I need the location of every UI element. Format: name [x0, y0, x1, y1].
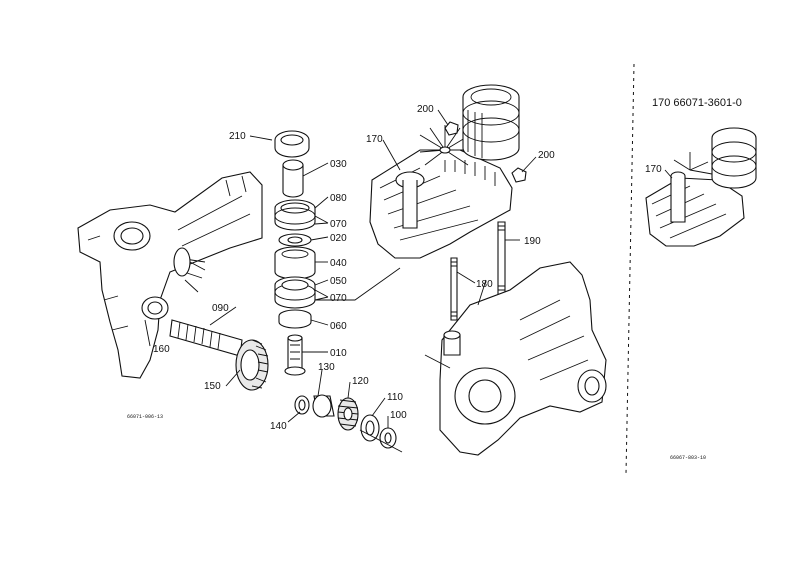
- rod-190: [497, 221, 506, 297]
- label-140: 140: [270, 421, 287, 432]
- filter-canister: [462, 84, 520, 161]
- label-050: 050: [330, 276, 347, 287]
- label-070-lower: 070: [330, 293, 347, 304]
- part-020-washer: [278, 233, 312, 247]
- label-170: 170: [366, 134, 383, 145]
- label-110: 110: [387, 392, 403, 403]
- label-010: 010: [330, 348, 347, 359]
- label-200-right: 200: [538, 150, 555, 161]
- label-030: 030: [330, 159, 347, 170]
- inset-unit-170: [645, 127, 757, 247]
- figure-code-right: 66067-803-10: [670, 455, 706, 461]
- label-160: 160: [153, 344, 170, 355]
- part-130-bushing: [312, 394, 335, 418]
- label-190: 190: [524, 236, 541, 247]
- label-130: 130: [318, 362, 335, 373]
- label-020: 020: [330, 233, 347, 244]
- part-120-gear: [337, 397, 359, 431]
- bevel-gear-150: [235, 339, 269, 391]
- part-110-bearing: [360, 414, 380, 442]
- rod-180: [450, 257, 458, 321]
- label-150: 150: [204, 381, 221, 392]
- part-080-070-spring: [274, 199, 316, 231]
- part-040-block: [274, 246, 316, 280]
- hydro-unit-170: [369, 84, 527, 259]
- shaft-090: [169, 319, 243, 357]
- label-120: 120: [352, 376, 369, 387]
- divider-line: [625, 63, 635, 475]
- label-060: 060: [330, 321, 347, 332]
- leader-lines: [144, 109, 537, 453]
- label-070-upper: 070: [330, 219, 347, 230]
- right-housing: [439, 261, 607, 456]
- part-030-sleeve: [282, 159, 304, 198]
- part-140-ring: [294, 395, 310, 415]
- part-050-070-spring: [274, 276, 316, 309]
- part-labels: 210 030 080 070 020 040 050 070 060 010 …: [127, 97, 742, 461]
- label-180: 180: [476, 279, 493, 290]
- inset-label-170: 170: [645, 164, 662, 175]
- figure-code-left: 66071-006-13: [127, 414, 163, 420]
- part-010-shaft: [284, 334, 306, 376]
- label-040: 040: [330, 258, 347, 269]
- label-090: 090: [212, 303, 229, 314]
- label-100: 100: [390, 410, 407, 421]
- fan: [419, 125, 472, 166]
- label-210: 210: [229, 131, 246, 142]
- label-200-top: 200: [417, 104, 434, 115]
- left-housing: [77, 171, 263, 379]
- label-080: 080: [330, 193, 347, 204]
- part-060-ring: [278, 309, 312, 329]
- inset-title: 170 66071-3601-0: [652, 97, 742, 109]
- part-210-ring: [274, 130, 310, 158]
